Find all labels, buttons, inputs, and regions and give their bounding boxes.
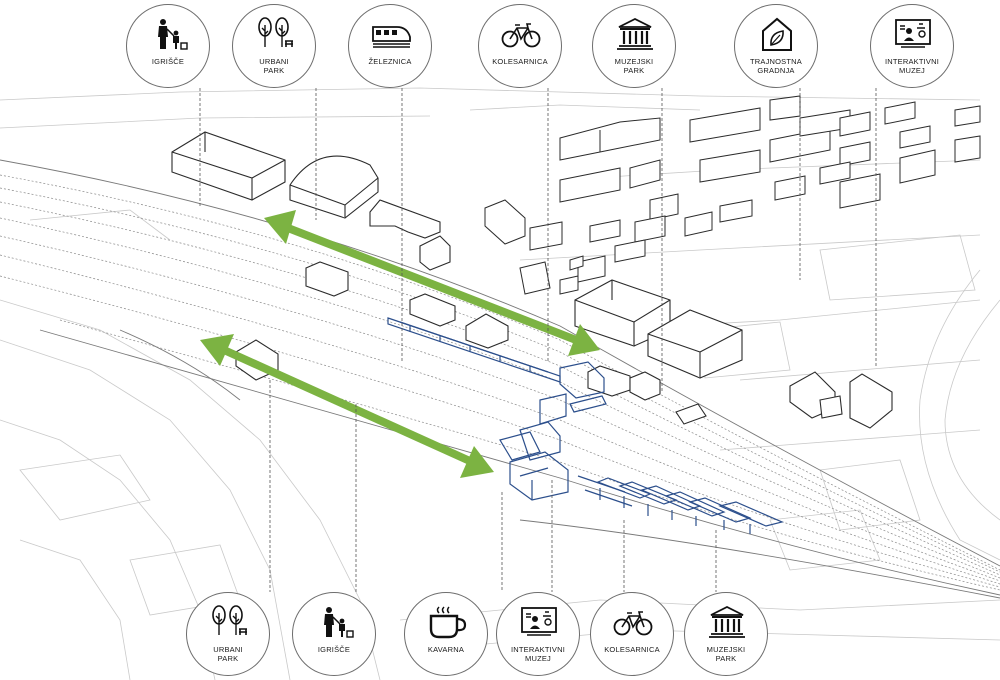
- badge-bottom-kolesarnica: KOLESARNICA: [590, 592, 674, 676]
- new-station-structures: [387, 317, 784, 534]
- badge-label: KOLESARNICA: [492, 57, 548, 66]
- badge-top-zeleznica: ŽELEZNICA: [348, 4, 432, 88]
- upper-arrowhead-left: [264, 210, 296, 244]
- leader-lines: [199, 88, 877, 592]
- lower-arrowhead-right: [460, 446, 494, 478]
- badge-top-igrisce: IGRIŠČE: [126, 4, 210, 88]
- bicycle-icon: [501, 23, 541, 48]
- museum-icon: [709, 605, 745, 638]
- upper-connection-arrow: [286, 224, 578, 344]
- playground-icon: [324, 607, 354, 638]
- badge-label: KOLESARNICA: [604, 645, 660, 654]
- residential-buildings: [484, 95, 981, 295]
- interactive-screen-icon: [521, 607, 557, 636]
- park-trees-icon: [212, 605, 247, 635]
- badge-bottom-igrisce: IGRIŠČE: [292, 592, 376, 676]
- badge-label: IGRIŠČE: [151, 57, 185, 66]
- rail-edges: [0, 159, 1000, 599]
- bicycle-icon: [613, 611, 653, 636]
- badge-label: KAVARNA: [427, 645, 465, 654]
- badge-bottom-kavarna: KAVARNA: [404, 592, 488, 676]
- badge-label: ŽELEZNICA: [368, 57, 412, 66]
- interactive-screen-icon: [895, 19, 931, 48]
- park-trees-icon: [258, 17, 293, 47]
- lower-connection-arrow: [222, 346, 474, 466]
- lower-arrowhead-left: [200, 334, 234, 366]
- badge-top-kolesarnica: KOLESARNICA: [478, 4, 562, 88]
- sustainable-house-icon: [762, 17, 792, 51]
- train-icon: [372, 26, 411, 48]
- badge-label: IGRIŠČE: [317, 645, 351, 654]
- museum-icon: [617, 17, 653, 50]
- upper-arrowhead-right: [568, 324, 600, 356]
- playground-icon: [158, 19, 188, 50]
- coffee-cup-icon: [429, 606, 467, 639]
- connection-arrows: [200, 210, 600, 478]
